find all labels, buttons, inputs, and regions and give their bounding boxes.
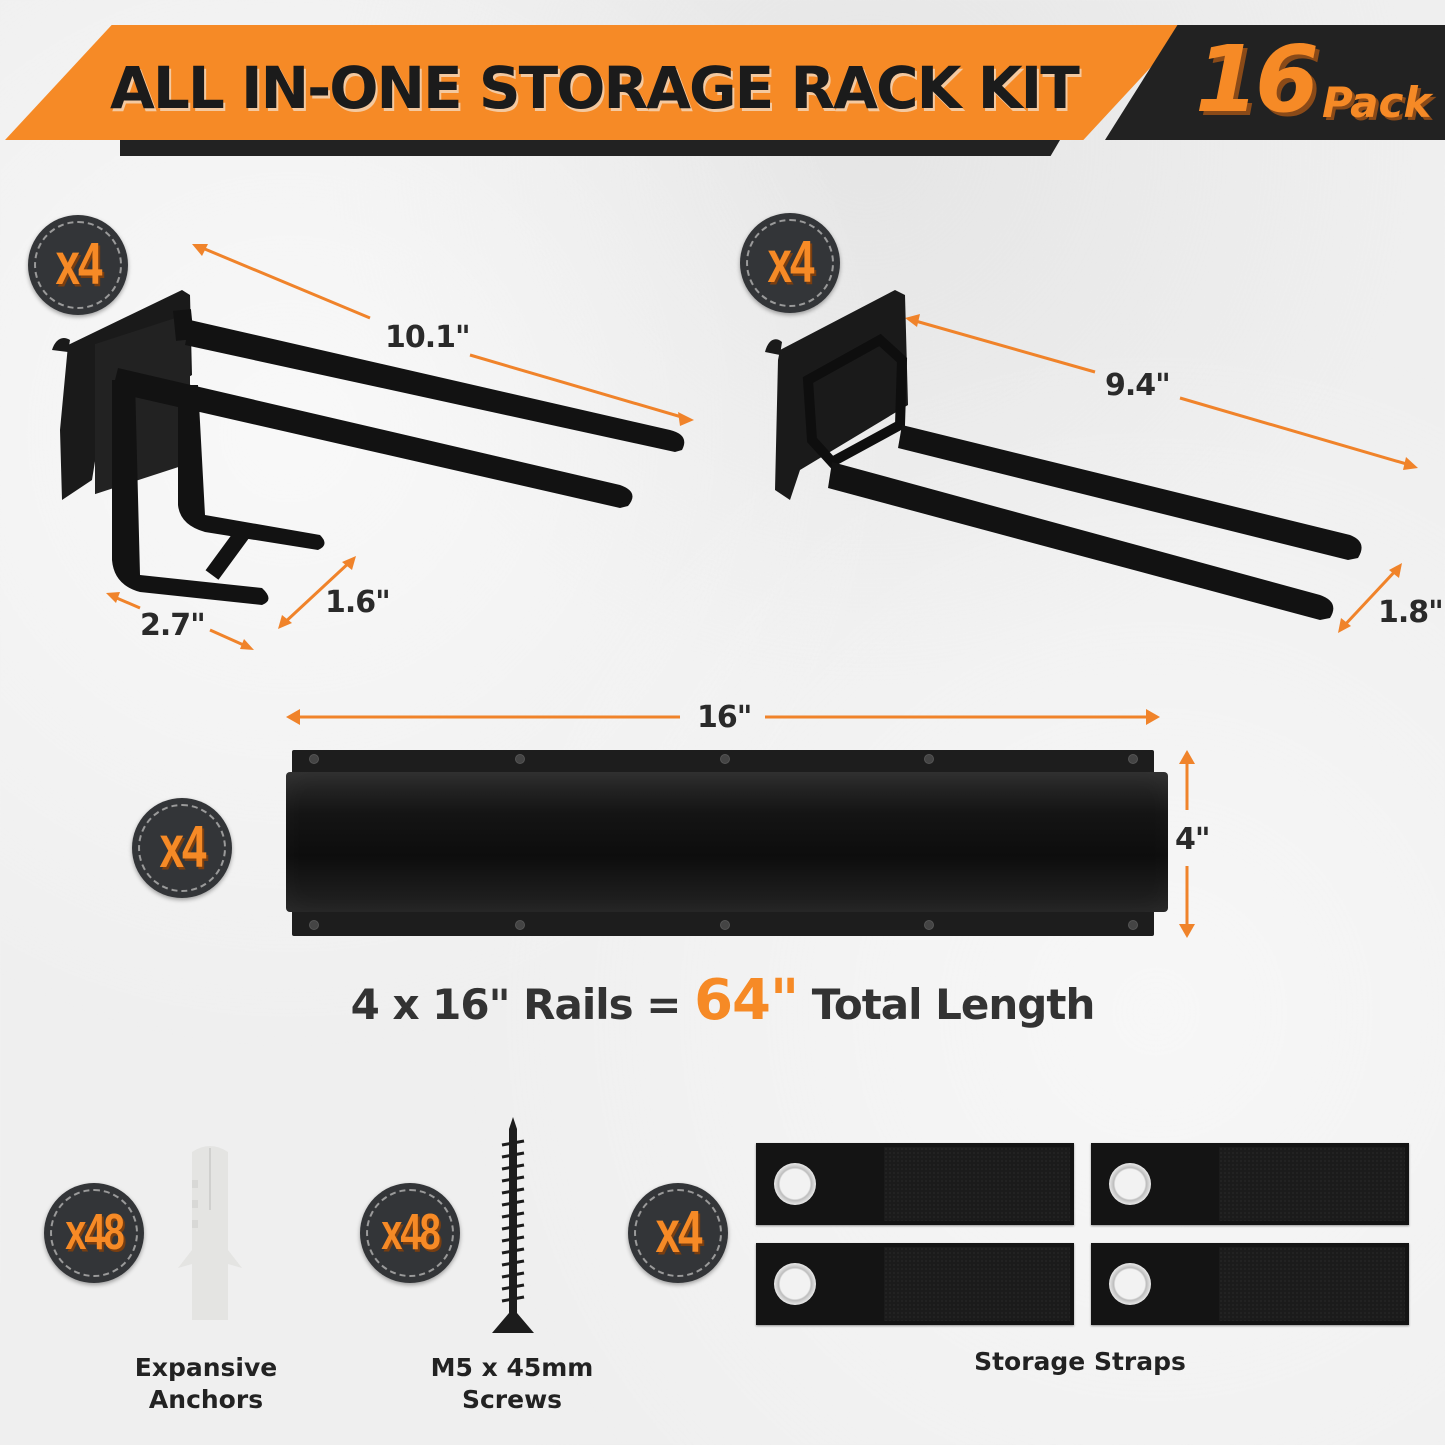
anchors-caption-line2: Anchors (148, 1385, 264, 1414)
page-title: ALL IN-ONE STORAGE RACK KIT (110, 54, 1080, 122)
screw-hole-icon (924, 920, 934, 930)
screws-caption-line1: M5 x 45mm (430, 1353, 594, 1382)
dimension-depth-label: 1.6" (325, 585, 391, 620)
screw-hole-icon (515, 754, 525, 764)
grommet-icon (1109, 1263, 1151, 1305)
pack-label: Pack (1322, 78, 1432, 127)
velcro-pad (884, 1247, 1070, 1321)
rail-face (286, 772, 1168, 912)
velcro-pad (1219, 1247, 1405, 1321)
quantity-badge-text: x4 (655, 1199, 703, 1266)
screws-caption-line2: Screws (461, 1385, 563, 1414)
total-value: 64" (694, 968, 799, 1033)
dimension-length-label: 9.4" (1105, 368, 1171, 403)
grommet-icon (1109, 1163, 1151, 1205)
pack-count: 16 (1195, 26, 1319, 133)
quantity-badge-double-hook: x4 (28, 215, 128, 315)
rail-height-label: 4" (1175, 822, 1211, 857)
quantity-badge-anchors: x48 (44, 1183, 144, 1283)
quantity-badge-long-hook: x4 (740, 213, 840, 313)
storage-strap-image (756, 1143, 1074, 1225)
screw-hole-icon (720, 754, 730, 764)
total-prefix: 4 x 16" Rails = (350, 980, 682, 1029)
double-hook-image (52, 244, 694, 650)
screw-hole-icon (515, 920, 525, 930)
dimension-arrow-icon (106, 244, 694, 650)
storage-strap-image (1091, 1243, 1409, 1325)
anchor-icon (178, 1146, 242, 1320)
anchors-caption: Expansive Anchors (106, 1352, 306, 1416)
screw-hole-icon (720, 920, 730, 930)
dimension-width-label: 1.8" (1378, 595, 1444, 630)
velcro-pad (884, 1147, 1070, 1221)
quantity-badge-text: x4 (159, 814, 207, 881)
grommet-icon (774, 1163, 816, 1205)
straps-caption: Storage Straps (974, 1347, 1186, 1376)
quantity-badge-straps: x4 (628, 1183, 728, 1283)
dimension-width-label: 2.7" (140, 608, 206, 643)
screw-hole-icon (309, 920, 319, 930)
screw-hole-icon (1128, 920, 1138, 930)
rail-length-label: 16" (697, 700, 752, 735)
quantity-badge-text: x4 (55, 231, 103, 298)
screw-hole-icon (309, 754, 319, 764)
screws-caption: M5 x 45mm Screws (412, 1352, 612, 1416)
grommet-icon (774, 1263, 816, 1305)
total-suffix: Total Length (811, 980, 1096, 1029)
quantity-badge-text: x48 (381, 1203, 440, 1261)
rails-total-length: 4 x 16" Rails = 64" Total Length (0, 968, 1445, 1033)
quantity-badge-screws: x48 (360, 1183, 460, 1283)
banner-shadow (120, 140, 1060, 156)
long-hook-image (765, 290, 1418, 633)
dimension-arrow-icon (905, 314, 1418, 633)
screw-hole-icon (1128, 754, 1138, 764)
dimension-length-label: 10.1" (385, 320, 471, 355)
quantity-badge-rail: x4 (132, 798, 232, 898)
velcro-pad (1219, 1147, 1405, 1221)
quantity-badge-text: x4 (767, 229, 815, 296)
quantity-badge-text: x48 (65, 1203, 124, 1261)
title-banner (5, 25, 1190, 140)
storage-strap-image (1091, 1143, 1409, 1225)
anchors-caption-line1: Expansive (134, 1353, 278, 1382)
screw-icon (492, 1117, 534, 1333)
storage-strap-image (756, 1243, 1074, 1325)
screw-hole-icon (924, 754, 934, 764)
rail-dimension-arrows (286, 709, 1195, 938)
